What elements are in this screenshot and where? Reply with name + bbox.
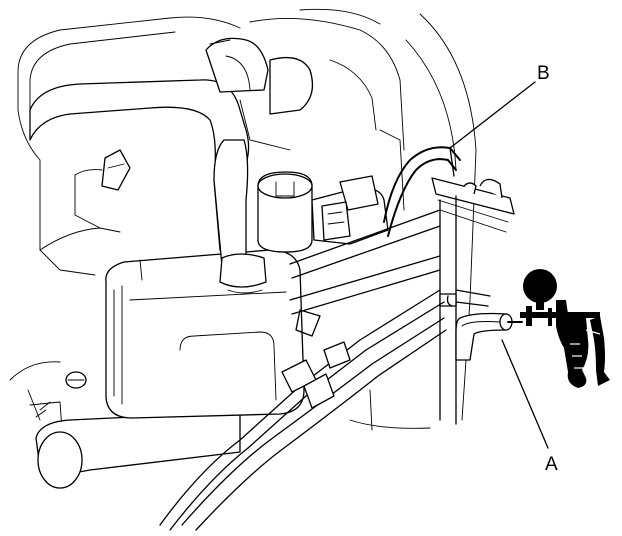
vertical-pipe-right	[439, 195, 457, 425]
callout-label-b: B	[537, 63, 550, 84]
vacuum-pump-gauge-icon	[507, 269, 610, 388]
purge-valve	[257, 171, 389, 253]
leader-line-b	[449, 81, 536, 149]
chassis-outline	[9, 8, 477, 431]
canister-inlet-hose	[213, 139, 267, 294]
hose-b	[383, 146, 461, 237]
hose-clamp-top	[101, 149, 131, 191]
frame-cross-pipe	[27, 389, 241, 489]
mount-bracket	[431, 177, 515, 233]
callout-leaders	[449, 81, 549, 449]
leader-line-a	[501, 339, 549, 449]
small-fastener	[65, 371, 87, 389]
callout-label-a: A	[545, 454, 558, 475]
hose-a	[455, 312, 513, 361]
diagonal-hoses	[159, 209, 491, 531]
canister-housing	[105, 249, 305, 419]
